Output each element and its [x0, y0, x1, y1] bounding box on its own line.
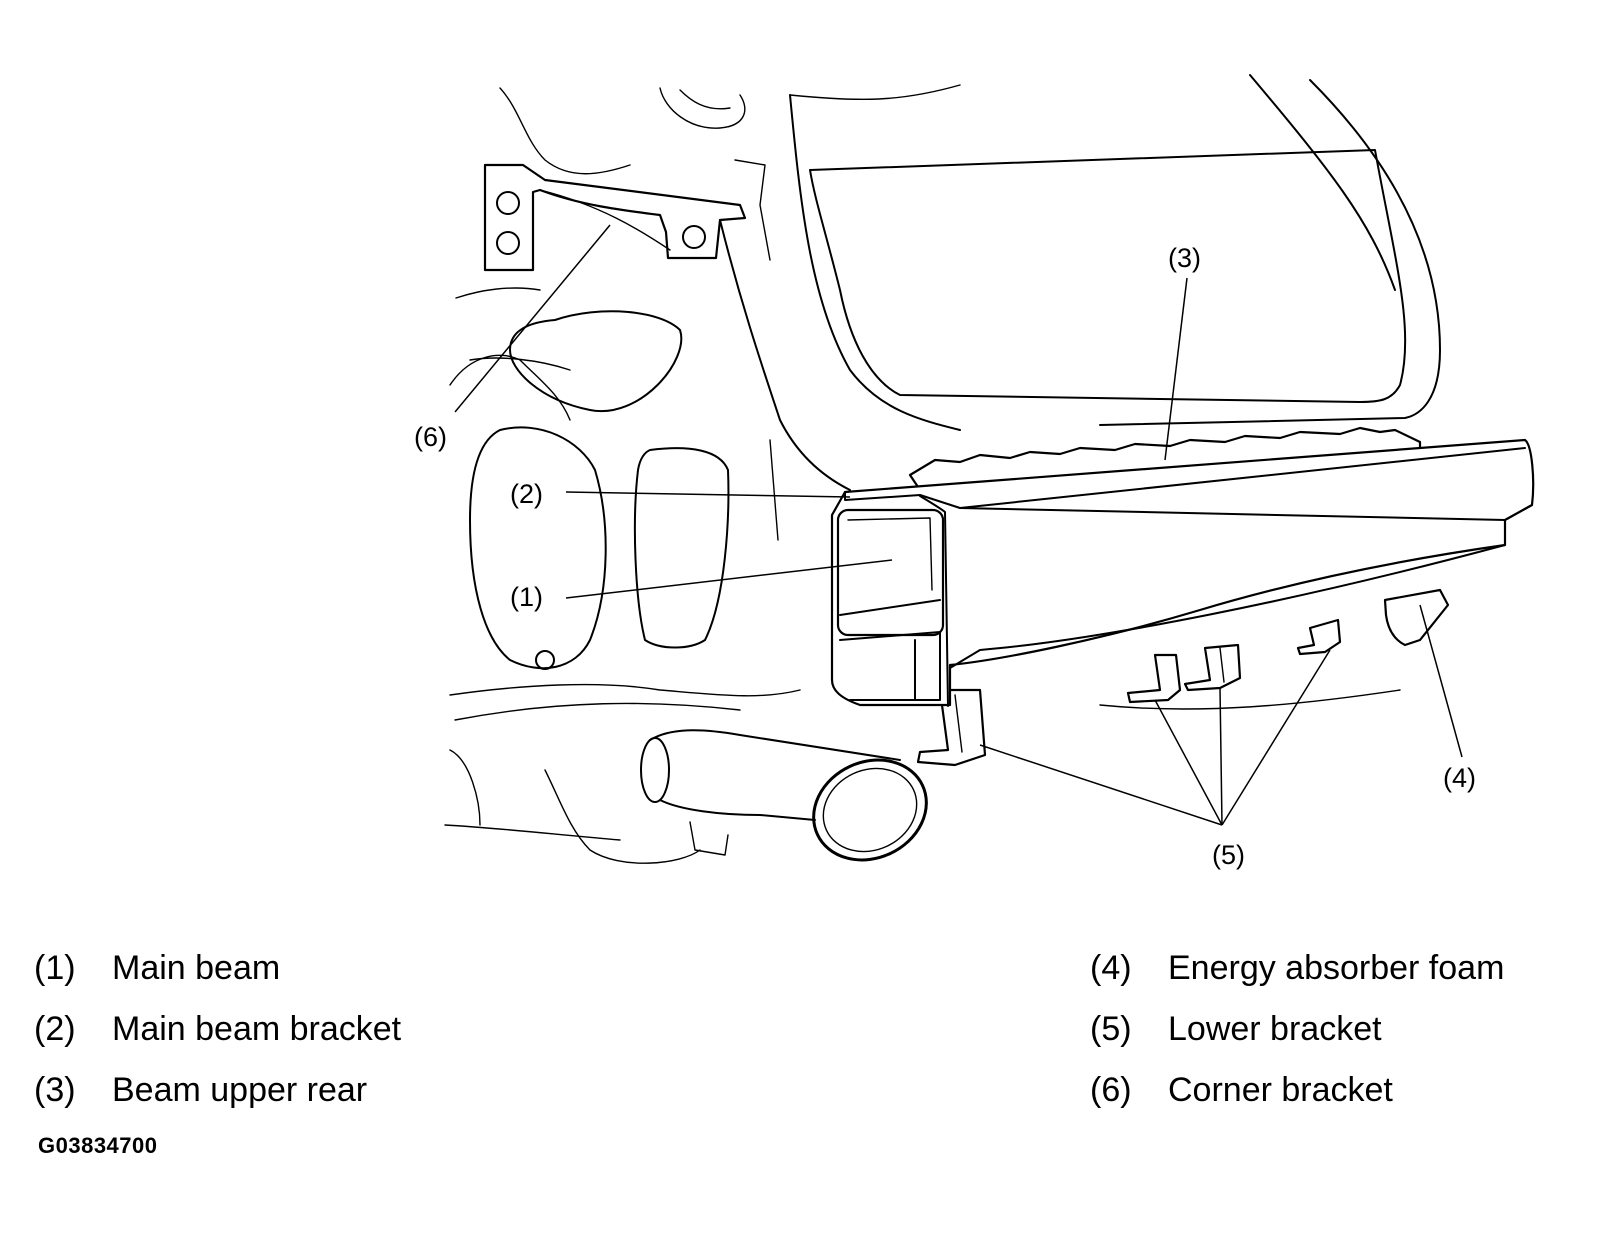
legend-number: (6): [1090, 1071, 1132, 1109]
legend-label: Beam upper rear: [112, 1071, 368, 1109]
bumper-assembly-diagram: (3) (6) (2) (1) (4) (5): [414, 74, 1535, 870]
legend-label: Corner bracket: [1168, 1071, 1393, 1109]
callout-2: (2): [510, 479, 543, 509]
exhaust-pipe-drawing: [640, 729, 928, 862]
legend-item-1: (1) Main beam: [34, 951, 280, 985]
legend-label: Lower bracket: [1168, 1010, 1382, 1048]
leader-lines: [454, 224, 1463, 826]
legend-label: Energy absorber foam: [1168, 949, 1505, 987]
legend-item-6: (6) Corner bracket: [1090, 1073, 1393, 1107]
main-beam-drawing: [830, 438, 1535, 707]
legend-item-4: (4) Energy absorber foam: [1090, 951, 1504, 985]
figure-id: G03834700: [38, 1133, 158, 1158]
callout-5: (5): [1212, 840, 1245, 870]
callout-4: (4): [1443, 763, 1476, 793]
legend-item-5: (5) Lower bracket: [1090, 1012, 1382, 1046]
legend-number: (3): [34, 1071, 76, 1109]
callout-6: (6): [414, 422, 447, 452]
vehicle-body-outline: [444, 74, 1441, 864]
corner-bracket-drawing: [483, 163, 747, 272]
callout-3: (3): [1168, 243, 1201, 273]
legend-number: (2): [34, 1010, 76, 1048]
legend-label: Main beam: [112, 949, 281, 987]
lower-brackets-drawing: [916, 588, 1450, 767]
legend-label: Main beam bracket: [112, 1010, 402, 1048]
legend-number: (5): [1090, 1010, 1132, 1048]
legend-number: (1): [34, 949, 76, 987]
legend-item-3: (3) Beam upper rear: [34, 1073, 367, 1107]
legend-number: (4): [1090, 949, 1132, 987]
callout-1: (1): [510, 582, 543, 612]
legend-item-2: (2) Main beam bracket: [34, 1012, 401, 1046]
